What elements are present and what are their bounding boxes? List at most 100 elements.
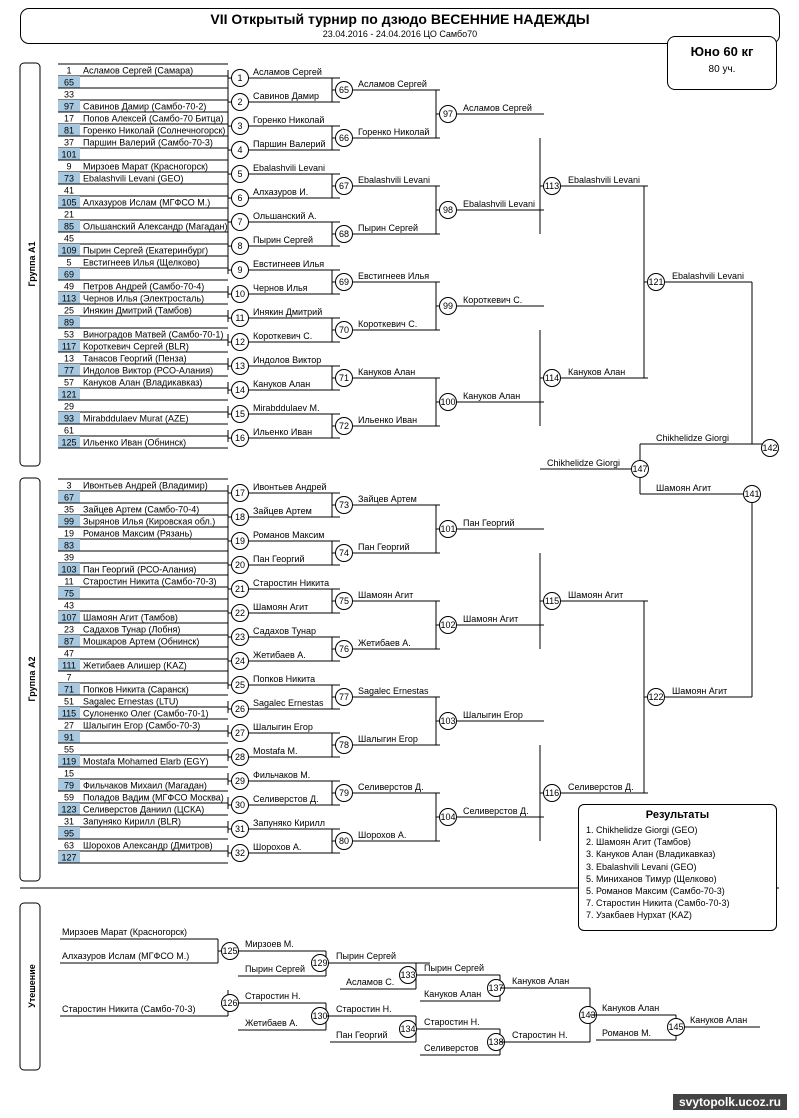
- consolation-bout-number: 126: [222, 998, 237, 1008]
- bout-winner: Короткевич С.: [358, 319, 417, 329]
- bout-marker: [231, 580, 249, 598]
- bout-number: 121: [648, 277, 663, 287]
- result-item: 2. Шамоян Агит (Тамбов): [586, 837, 691, 848]
- bout-winner: Селиверстов Д.: [463, 806, 529, 816]
- weight-category-box: Юно 60 кг 80 уч.: [667, 36, 777, 90]
- bout-number: 7: [237, 217, 242, 227]
- group-a2-frame: [19, 477, 41, 882]
- seed-highlight: [58, 76, 80, 88]
- bout-number: 80: [339, 836, 349, 846]
- entry-number: 53: [64, 330, 74, 340]
- bout-winner: Короткевич С.: [253, 331, 312, 341]
- entry-number: 115: [62, 709, 76, 719]
- bout-number: 99: [443, 301, 453, 311]
- entry-name: Паршин Валерий (Самбо-70-3): [83, 138, 213, 148]
- bout-marker: [231, 532, 249, 550]
- entry-number: 43: [64, 601, 74, 611]
- bout-winner: Sagalec Ernestas: [358, 686, 429, 696]
- bout-winner: Евстигнеев Илья: [253, 259, 324, 269]
- entry-number: 73: [64, 174, 74, 184]
- entry-name: Mirabddulaev Murat (AZE): [83, 414, 189, 424]
- bout-winner: Кануков Алан: [358, 367, 415, 377]
- consolation-label: Утешение: [27, 964, 37, 1008]
- seed-highlight: [58, 539, 80, 551]
- bout-number: 66: [339, 133, 349, 143]
- bout-marker: [335, 496, 353, 514]
- entry-number: 95: [64, 829, 74, 839]
- bout-marker: [335, 321, 353, 339]
- bout-marker: [231, 429, 249, 447]
- final-number: 142: [762, 443, 777, 453]
- seed-highlight: [58, 491, 80, 503]
- bout-marker: [439, 393, 457, 411]
- bout-number: 71: [339, 373, 349, 383]
- bout-marker: [231, 820, 249, 838]
- bout-number: 75: [339, 596, 349, 606]
- consolation-entrant: Асламов С.: [346, 977, 394, 987]
- entry-name: Шамоян Агит (Тамбов): [83, 613, 178, 623]
- bout-marker: [231, 508, 249, 526]
- bout-winner: Паршин Валерий: [253, 139, 326, 149]
- bout-number: 72: [339, 421, 349, 431]
- seed-highlight: [58, 124, 80, 136]
- entry-name: Чернов Илья (Электросталь): [83, 294, 204, 304]
- semifinal-winner: Шамоян Агит: [656, 483, 711, 493]
- bout-number: 114: [545, 373, 559, 383]
- bout-number: 69: [339, 277, 349, 287]
- entry-name: Горенко Николай (Солнечногорск): [83, 126, 225, 136]
- seed-highlight: [58, 563, 80, 575]
- entry-number: 9: [66, 162, 71, 172]
- bout-marker: [231, 309, 249, 327]
- bout-marker: [231, 796, 249, 814]
- bout-winner: Запуняко Кирилл: [253, 818, 325, 828]
- consolation-bout-number: 129: [312, 958, 327, 968]
- bout-marker: [439, 201, 457, 219]
- consolation-entrant: Селиверстов: [424, 1043, 479, 1053]
- entry-number: 111: [62, 661, 76, 671]
- group-a1-label: Группа А1: [27, 241, 37, 286]
- bout-number: 78: [339, 740, 349, 750]
- entry-number: 29: [64, 402, 74, 412]
- bout-number: 20: [235, 560, 245, 570]
- bout-number: 68: [339, 229, 349, 239]
- entry-number: 69: [64, 270, 74, 280]
- bout-winner: Пан Георгий: [463, 518, 515, 528]
- consolation-winner: Кануков Алан: [690, 1015, 747, 1025]
- bout-number: 115: [545, 596, 559, 606]
- bout-marker: [335, 225, 353, 243]
- bout-number: 9: [237, 265, 242, 275]
- entry-number: 35: [64, 505, 74, 515]
- bout-winner: Селиверстов Д.: [568, 782, 634, 792]
- participant-count: 80 уч.: [708, 64, 736, 75]
- seed-highlight: [58, 412, 80, 424]
- bout-number: 122: [648, 692, 663, 702]
- bout-number: 26: [235, 704, 245, 714]
- bout-number: 23: [235, 632, 245, 642]
- consolation-seed: Старостин Никита (Самбо-70-3): [62, 1004, 196, 1014]
- bout-winner: Шорохов А.: [253, 842, 301, 852]
- seed-highlight: [58, 196, 80, 208]
- bout-number: 19: [235, 536, 245, 546]
- bout-winner: Ebalashvili Levani: [463, 199, 535, 209]
- entry-number: 49: [64, 282, 74, 292]
- bout-number: 4: [237, 145, 242, 155]
- bout-winner: Ebalashvili Levani: [358, 175, 430, 185]
- bout-winner: Зайцев Артем: [358, 494, 417, 504]
- consolation-bout-marker: [311, 954, 329, 972]
- entry-number: 21: [64, 210, 74, 220]
- tournament-title: VII Открытый турнир по дзюдо ВЕСЕННИЕ НА…: [210, 11, 590, 27]
- semifinal-marker: [743, 485, 761, 503]
- bout-marker: [231, 93, 249, 111]
- seed-highlight: [58, 587, 80, 599]
- bout-number: 70: [339, 325, 349, 335]
- bout-winner: Шамоян Агит: [463, 614, 518, 624]
- bout-number: 24: [235, 656, 245, 666]
- bout-marker: [231, 405, 249, 423]
- entry-number: 119: [62, 757, 76, 767]
- bout-marker: [231, 285, 249, 303]
- results-box: Результаты 1. Chikhelidze Giorgi (GEO) 2…: [578, 804, 777, 931]
- entry-number: 31: [64, 817, 74, 827]
- entry-number: 33: [64, 90, 74, 100]
- bout-marker: [439, 520, 457, 538]
- bout-winner: Асламов Сергей: [253, 67, 322, 77]
